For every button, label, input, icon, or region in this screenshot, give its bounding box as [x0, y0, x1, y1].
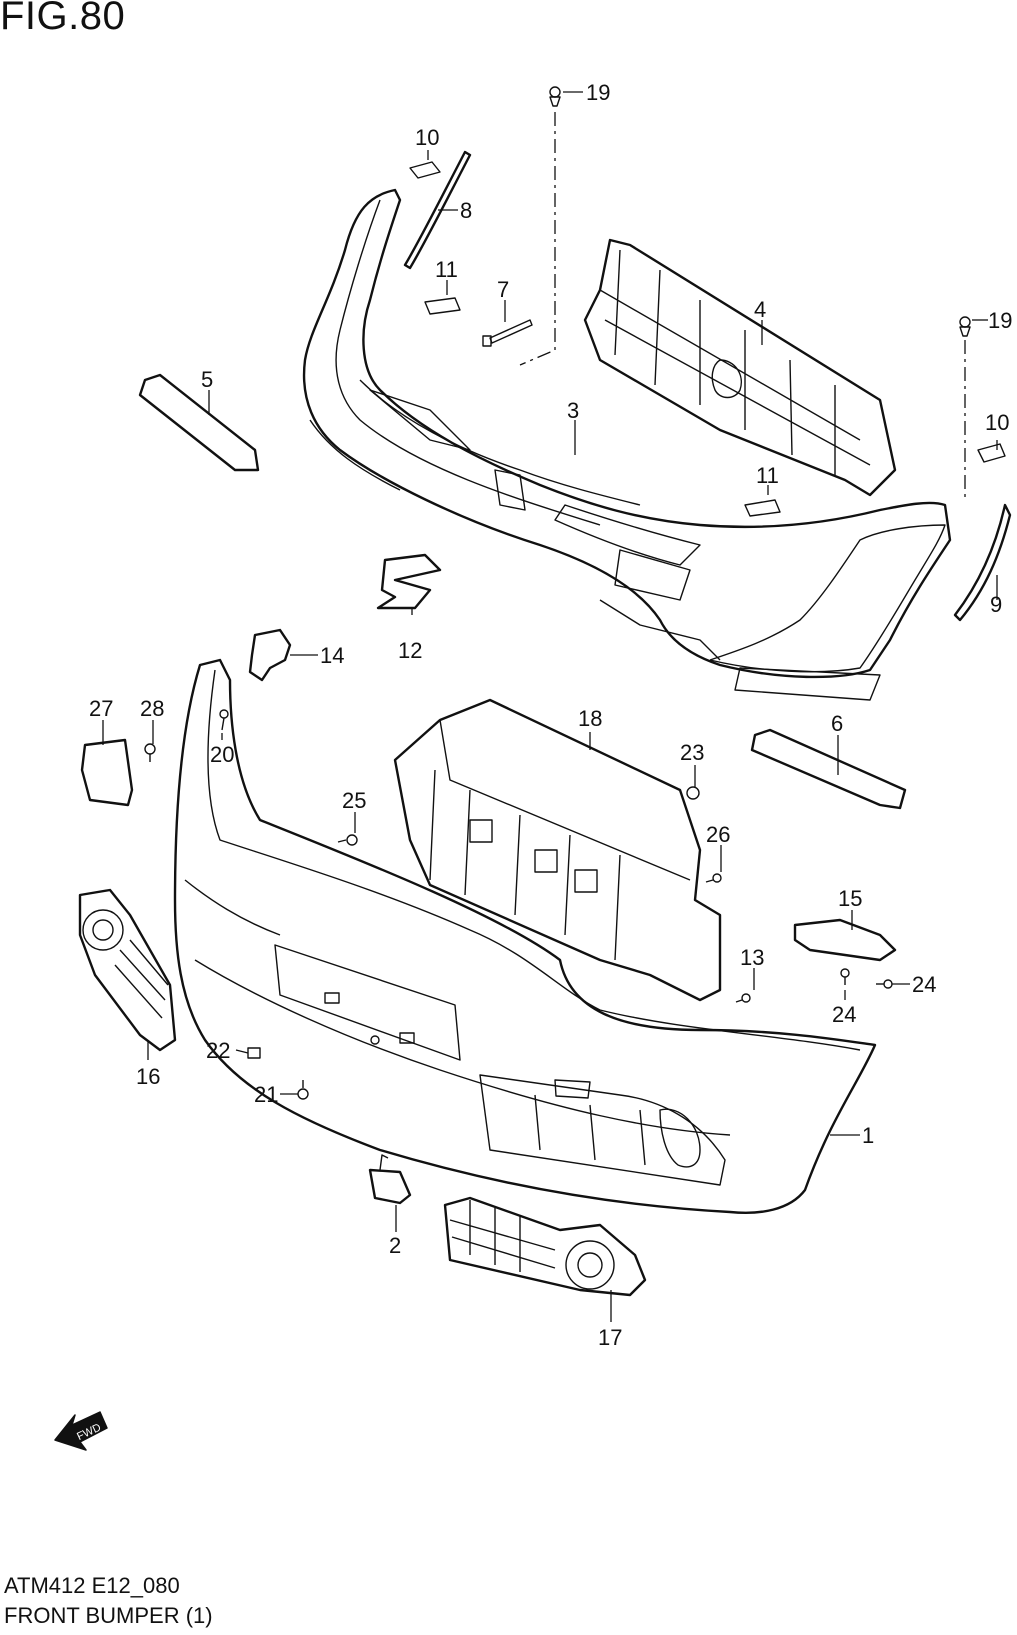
- pad-10-right: [977, 443, 1006, 463]
- callout-23: 23: [680, 740, 704, 765]
- emblem: [376, 553, 442, 610]
- strip-left: [403, 150, 472, 270]
- bracket-14: [248, 628, 292, 682]
- bracket-15: [793, 918, 897, 962]
- callout-24-lower: 24: [832, 1002, 856, 1027]
- pad-11-left: [424, 297, 461, 315]
- figure-title: FIG.80: [0, 0, 126, 38]
- bezel-right: [443, 1196, 647, 1297]
- screws: [144, 709, 893, 1100]
- callout-22: 22: [206, 1038, 230, 1063]
- molding-left-upper: [138, 373, 260, 472]
- callout-27: 27: [89, 696, 113, 721]
- leader-lines: [102, 91, 998, 1322]
- callout-10-right: 10: [985, 410, 1009, 435]
- strip-right: [953, 503, 1012, 622]
- callout-18: 18: [578, 706, 602, 731]
- callout-19-left: 19: [586, 80, 610, 105]
- callout-15: 15: [838, 886, 862, 911]
- reinforcement: [393, 698, 722, 1002]
- pad-11-right: [744, 499, 781, 517]
- callout-17: 17: [598, 1325, 622, 1350]
- callout-20: 20: [210, 742, 234, 767]
- callout-14: 14: [320, 643, 344, 668]
- clip-19-left: [549, 86, 561, 107]
- callout-26: 26: [706, 822, 730, 847]
- grille-insert: [583, 238, 897, 497]
- bumper-cover: [173, 658, 877, 1214]
- callout-11-left: 11: [435, 257, 458, 282]
- callout-3: 3: [567, 398, 579, 423]
- callout-16: 16: [136, 1064, 160, 1089]
- fwd-arrow-icon: FWD: [54, 1411, 108, 1451]
- pad-10-left: [409, 161, 441, 179]
- side-plate-27: [80, 738, 134, 807]
- bolt-7: [482, 319, 533, 347]
- callout-4: 4: [754, 297, 766, 322]
- callout-8: 8: [460, 198, 472, 223]
- callout-21: 21: [254, 1082, 278, 1107]
- callout-13: 13: [740, 945, 764, 970]
- callout-25: 25: [342, 788, 366, 813]
- callout-7: 7: [497, 277, 509, 302]
- bezel-left: [78, 888, 177, 1052]
- callout-19-right: 19: [988, 308, 1012, 333]
- callout-1: 1: [862, 1123, 874, 1148]
- callout-10-left: 10: [415, 125, 439, 150]
- upper-grille-frame: [302, 188, 952, 701]
- callout-11-right: 11: [756, 463, 779, 488]
- drawing-code: ATM412 E12_080: [4, 1573, 180, 1598]
- callout-5: 5: [201, 367, 213, 392]
- tow-cap-2: [368, 1168, 412, 1205]
- callout-12: 12: [398, 638, 422, 663]
- callout-2: 2: [389, 1233, 401, 1258]
- callout-9: 9: [990, 592, 1002, 617]
- clip-19-right: [959, 316, 971, 337]
- figure-caption: FRONT BUMPER (1): [4, 1603, 213, 1628]
- callout-28: 28: [140, 696, 164, 721]
- callout-24-right: 24: [912, 972, 936, 997]
- callout-6: 6: [831, 711, 843, 736]
- molding-right-lower: [750, 728, 907, 810]
- callout-labels: 19 10 8 11 7 4 19 5 3 10 11 9 12 14 27 2…: [89, 80, 1012, 1350]
